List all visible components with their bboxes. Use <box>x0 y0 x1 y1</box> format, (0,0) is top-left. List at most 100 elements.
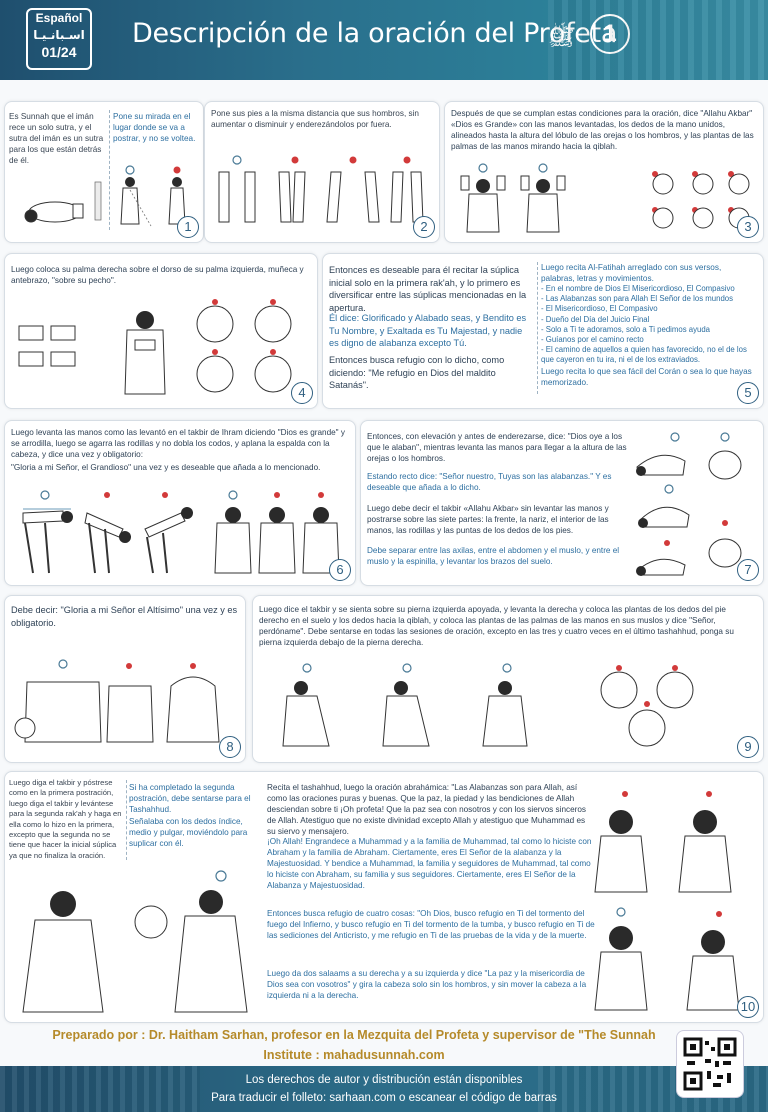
step-10-text-second-rakah: Luego diga el takbir y póstrese como en … <box>9 778 122 860</box>
takbir-wrong-grid <box>652 171 750 229</box>
step-7-text-rise: Entonces, con elevación y antes de ender… <box>367 432 627 463</box>
bowing-correct <box>22 490 73 574</box>
step-1-text-sutra: Es Sunnah que el imán rece un solo sutra… <box>9 112 104 165</box>
hands-on-chest-figure <box>124 311 166 395</box>
step-card-2: Pone sus pies a la misma distancia que s… <box>204 101 440 243</box>
sujud-back-wrong-2 <box>166 663 220 743</box>
step-7-text-standing: Estando recto dice: "Señor nuestro, Tuya… <box>367 472 612 492</box>
sitting-wrong-1 <box>600 665 638 709</box>
step-6-number: 6 <box>329 559 351 581</box>
step-8-text: Debe decir: "Gloria a mi Señor el Altísi… <box>11 605 238 628</box>
step-5-text-supplication: Entonces es deseable para él recitar la … <box>329 265 527 313</box>
step-5-text-refuge: Entonces busca refugio con lo dicho, com… <box>329 355 505 391</box>
knees-correct <box>214 490 252 574</box>
honorific-glyph: ﷺ <box>548 26 575 51</box>
step-4-number: 4 <box>291 382 313 404</box>
step-6-text-glory: "Gloria a mi Señor, el Grandioso" una ve… <box>11 463 321 472</box>
prostration-wrong-1 <box>708 520 742 568</box>
step-3-illustration <box>460 163 750 233</box>
step-5-number: 5 <box>737 382 759 404</box>
fatihah-verse: - El Misericordioso, El Compasivo <box>541 304 658 314</box>
feet-wrong-narrow <box>278 156 306 223</box>
language-spanish: Español <box>35 11 83 25</box>
step-8-number: 8 <box>219 736 241 758</box>
step-4-text: Luego coloca su palma derecha sobre el d… <box>11 265 304 285</box>
page-title: Descripción de la oración del Profeta <box>132 18 618 49</box>
sujud-back-wrong-1 <box>106 663 154 743</box>
step-10-text-tashahhud-sit: Si ha completado la segunda postración, … <box>129 783 251 814</box>
fatihah-verse: - Guíanos por el camino recto <box>541 335 644 345</box>
header-banner: Español اسـبانـيـا 01/24 Descripción de … <box>0 0 768 80</box>
sitting-correct-3 <box>482 663 528 747</box>
prostrating-figure <box>24 201 84 223</box>
knees-wrong-1 <box>258 492 296 574</box>
step-2-illustration <box>218 155 424 223</box>
bowing-wrong-1 <box>84 492 131 574</box>
step-10-number: 10 <box>737 996 759 1018</box>
credits-line-1: Preparado por : Dr. Haitham Sarhan, prof… <box>52 1028 656 1042</box>
fatihah-verse: - Dueño del Día del Juicio Final <box>541 314 650 324</box>
step-7-illustration <box>636 432 742 576</box>
step-2-text: Pone sus pies a la misma distancia que s… <box>211 109 419 129</box>
step-9-illustration <box>282 663 694 747</box>
fatihah-verse: - El camino de aquellos a quien has favo… <box>541 345 747 365</box>
salaam-wrong-1 <box>594 791 648 893</box>
step-10-text-abrahamic: ¡Oh Allah! Engrandece a Muhammad y a la … <box>267 837 592 890</box>
language-arabic: اسـبانـيـا <box>33 28 85 42</box>
step-6-text-ruku: Luego levanta las manos como las levantó… <box>11 428 345 459</box>
prostration-correct-1 <box>636 432 686 476</box>
step-9-text: Luego dice el takbir y se sienta sobre s… <box>259 605 734 647</box>
step-10-text-refuge: Entonces busca refugio de cuatro cosas: … <box>267 909 595 940</box>
takbir-correct-2 <box>520 163 566 233</box>
sitting-correct-1 <box>282 663 330 747</box>
step-5-text-glorification: Él dice: Glorificado y Alabado seas, y B… <box>329 313 527 349</box>
sitting-correct-2 <box>382 663 430 747</box>
step-card-9: Luego dice el takbir y se sienta sobre s… <box>252 595 764 763</box>
step-7-text-sujud: Luego debe decir el takbir «Allahu Akbar… <box>367 504 609 535</box>
step-3-text: Después de que se cumplan estas condicio… <box>451 109 754 151</box>
step-1-divider <box>109 110 110 230</box>
step-10-illustration-right <box>594 791 740 1011</box>
step-10-text-pointing: Señalaba con los dedos índice, medio y p… <box>129 817 248 848</box>
translate-note: Para traducir el folleto: sarhaan.com o … <box>211 1092 557 1104</box>
step-4-illustration <box>18 299 292 395</box>
step-card-1: Es Sunnah que el imán rece un solo sutra… <box>4 101 204 243</box>
fatihah-verse: - En el nombre de Dios El Misericordioso… <box>541 284 735 293</box>
copyright-note: Los derechos de autor y distribución est… <box>245 1074 523 1086</box>
page-counter: 01/24 <box>41 44 77 60</box>
hand-placement-detail <box>18 325 76 367</box>
salaam-wrong-2 <box>678 791 732 893</box>
step-card-6: Luego levanta las manos como las levantó… <box>4 420 356 586</box>
step-7-number: 7 <box>737 559 759 581</box>
step-10-text-salaam: Luego da dos salaams a su derecha y a su… <box>267 969 587 1000</box>
step-8-illustration <box>14 659 220 743</box>
step-10-divider <box>126 780 127 860</box>
qr-code-icon[interactable] <box>676 1030 744 1098</box>
step-card-4: Luego coloca su palma derecha sobre el d… <box>4 253 318 409</box>
sitting-wrong-2 <box>656 665 694 709</box>
step-6-illustration <box>22 490 340 574</box>
step-card-8: Debe decir: "Gloria a mi Señor el Altísi… <box>4 595 246 763</box>
feet-wrong-outward <box>390 156 424 223</box>
fatihah-verse: - Solo a Ti te adoramos, solo a Ti pedim… <box>541 324 711 334</box>
prostration-wrong-2 <box>636 540 686 576</box>
step-10-text-tashahhud: Recita el tashahhud, luego la oración ab… <box>267 783 587 836</box>
step-1-illustration <box>24 165 186 227</box>
step-5-divider <box>537 262 538 394</box>
step-card-5: Entonces es deseable para él recitar la … <box>322 253 764 409</box>
bowing-wrong-2 <box>144 492 193 574</box>
standing-figure-correct <box>120 165 152 227</box>
qr-code-pattern <box>683 1037 737 1091</box>
bottom-banner: Los derechos de autor y distribución est… <box>0 1066 768 1112</box>
prostration-correct-3 <box>638 484 690 528</box>
sutra-object <box>94 181 102 221</box>
pointing-finger-detail <box>134 870 248 1013</box>
prostration-correct-2 <box>708 432 742 480</box>
step-1-number: 1 <box>177 216 199 238</box>
language-badge: Español اسـبانـيـا 01/24 <box>26 8 92 70</box>
hand-placement-wrong <box>196 299 292 393</box>
part-number-badge: 1 <box>590 14 630 54</box>
tashahhud-figure-1 <box>22 891 104 1013</box>
step-5-fatihah-title: Luego recita Al-Fatihah arreglado con su… <box>541 263 722 283</box>
step-2-number: 2 <box>413 216 435 238</box>
